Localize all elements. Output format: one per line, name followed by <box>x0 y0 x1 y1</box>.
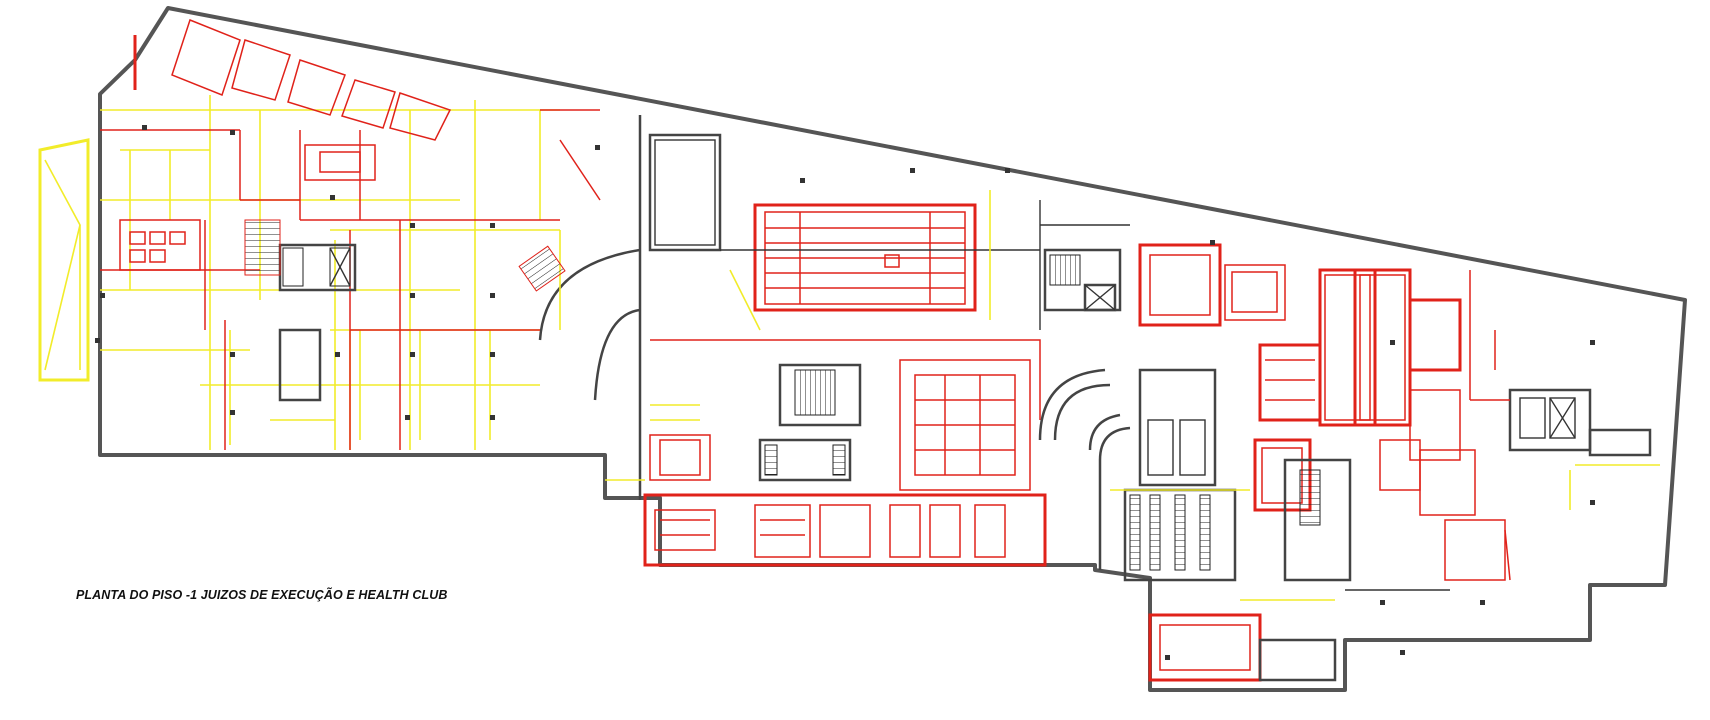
outdoor-pool <box>648 133 722 252</box>
right-changing-rooms <box>1138 243 1476 516</box>
left-core-stairs <box>244 219 566 402</box>
left-wing-red-linework <box>100 19 601 450</box>
right-core <box>1283 388 1652 582</box>
structural-columns <box>95 125 1595 660</box>
drawing-caption: PLANTA DO PISO -1 JUIZOS DE EXECUÇÃO E H… <box>76 588 448 602</box>
elevator-banks <box>1110 368 1250 582</box>
building-outline <box>98 6 1687 692</box>
left-outdoor-area <box>38 138 90 382</box>
left-wing-linework <box>100 95 561 450</box>
center-stair-core <box>1043 248 1122 312</box>
lap-pool <box>753 203 977 312</box>
center-rooms <box>649 190 1130 491</box>
right-wing-linework <box>1444 270 1660 581</box>
curved-lobby <box>1038 368 1131 570</box>
bottom-rooms <box>1148 589 1450 682</box>
locker-row <box>605 479 1047 567</box>
